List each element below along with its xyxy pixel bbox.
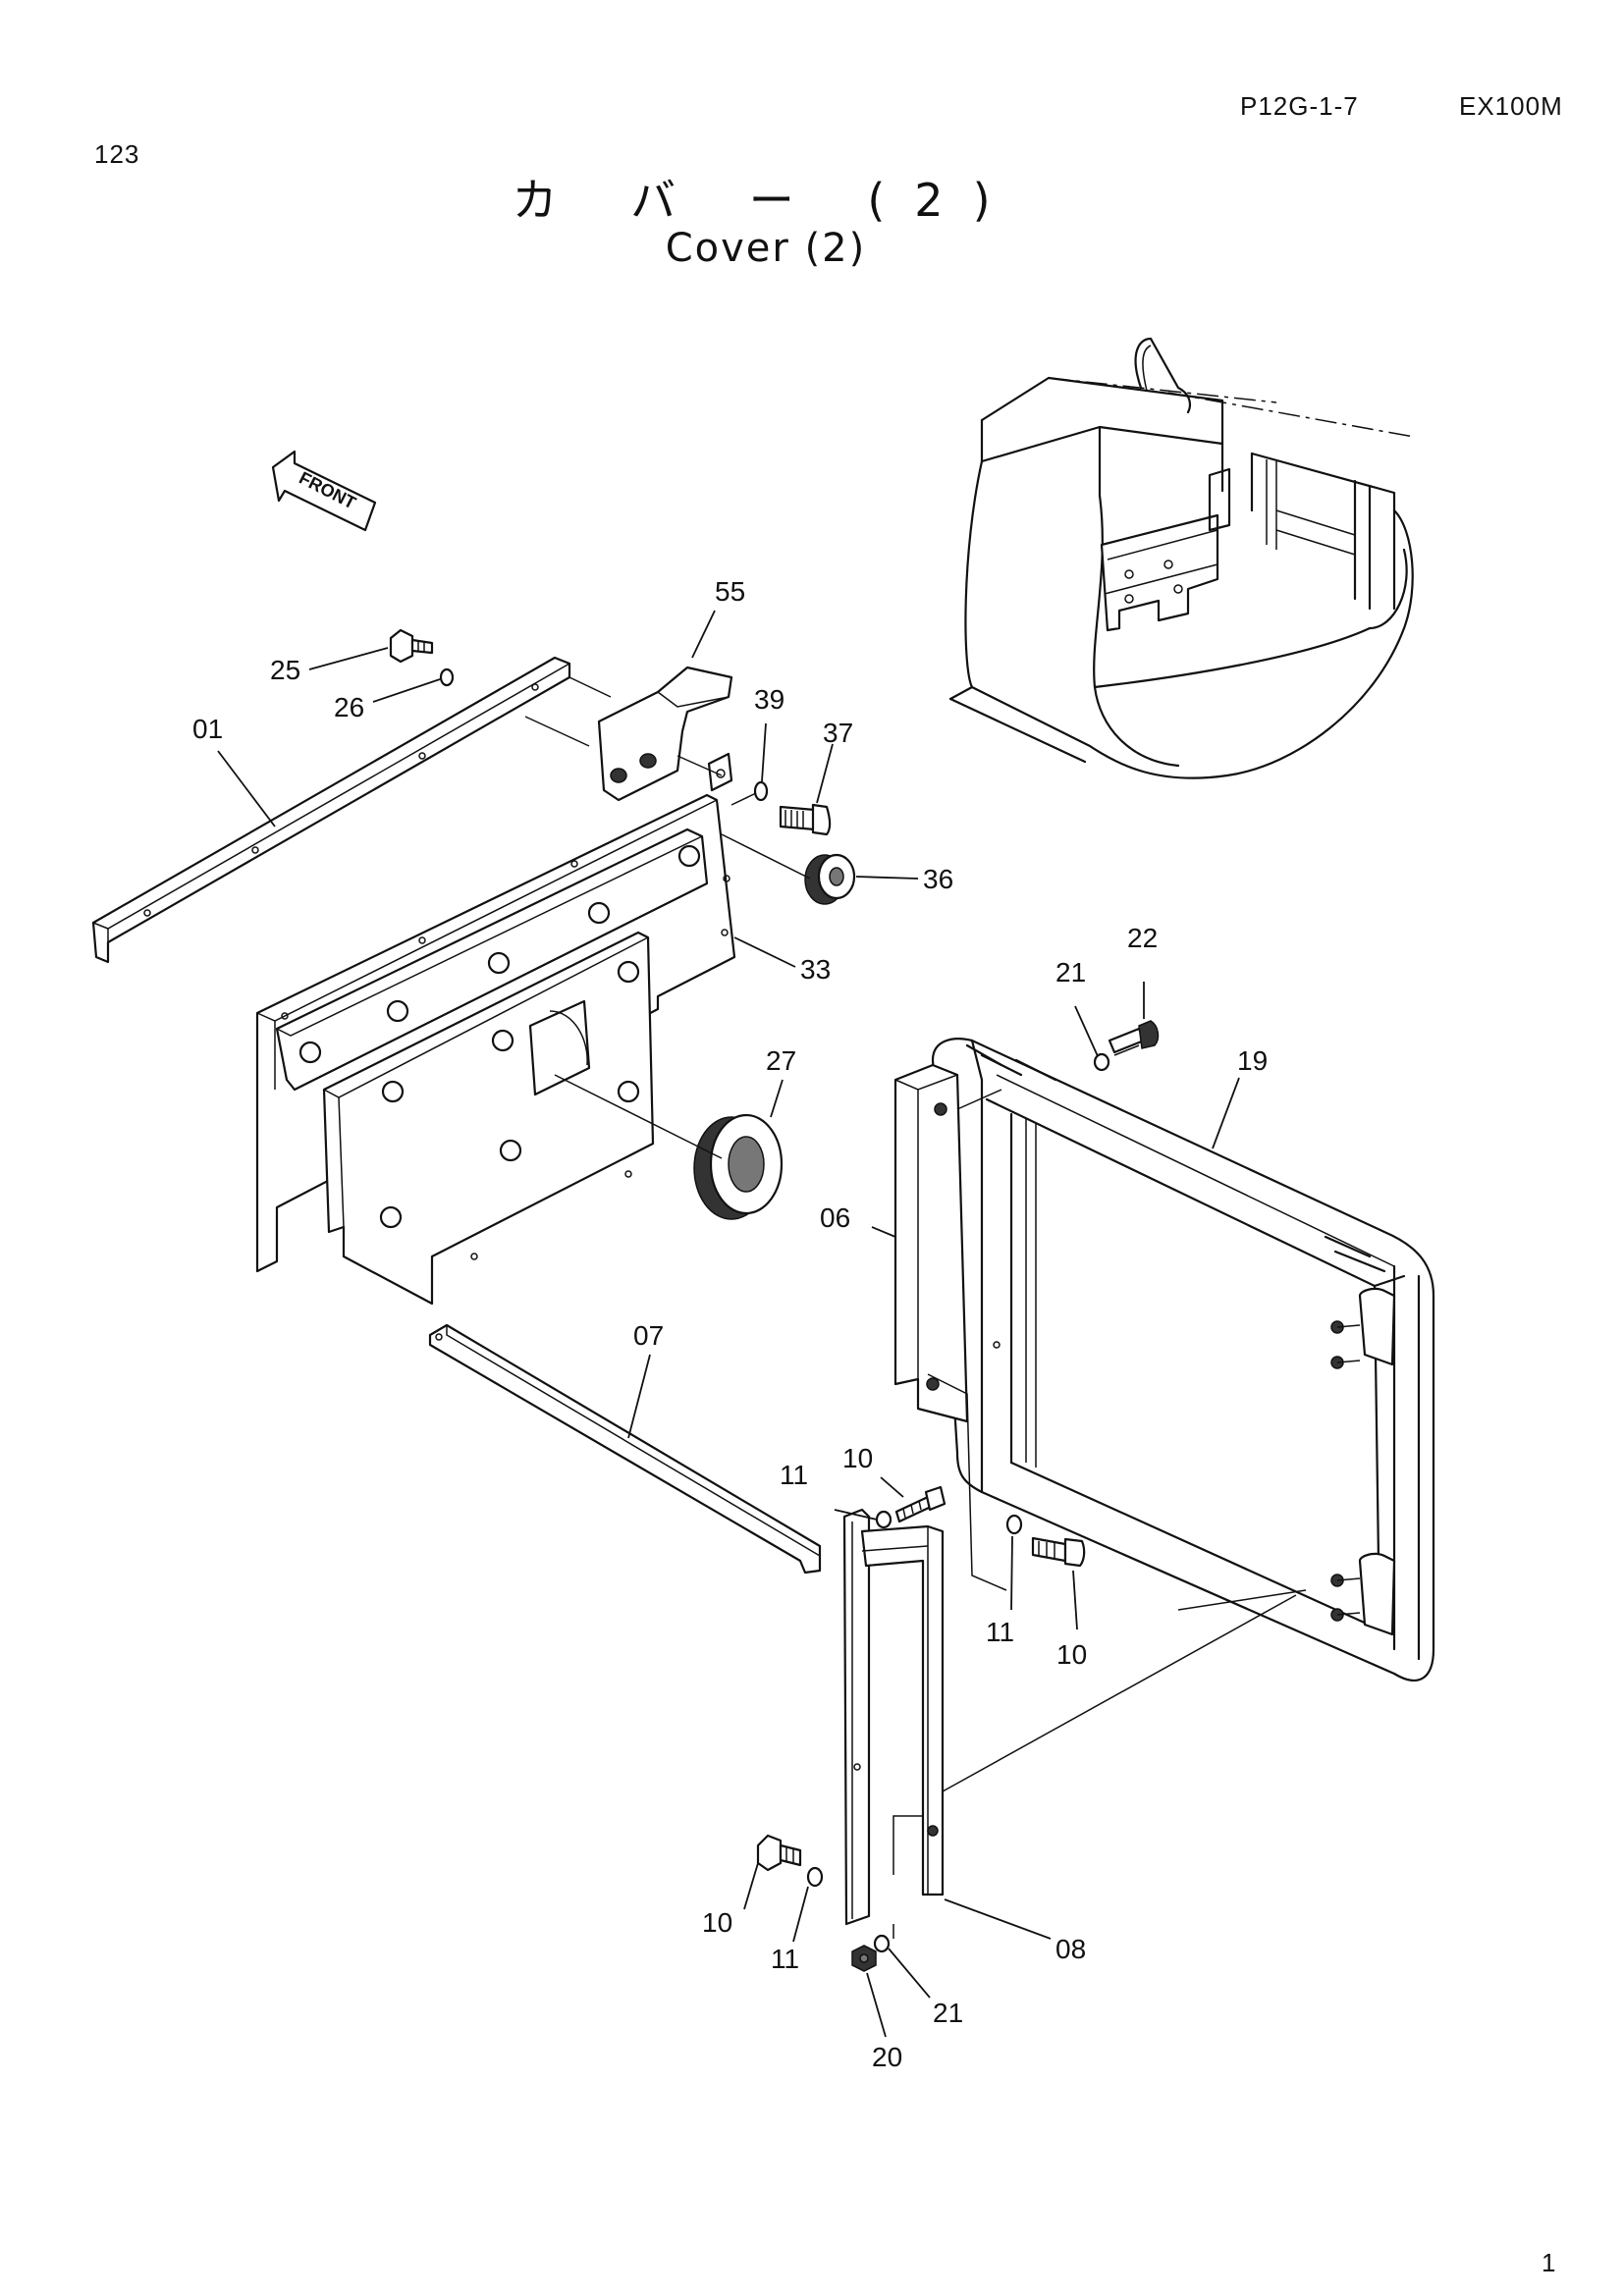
part-21-washer-upper — [1093, 1052, 1110, 1072]
leader-lines — [217, 610, 1240, 2038]
part-37-bolt — [779, 803, 832, 836]
part-33-panel — [255, 752, 736, 1306]
title-japanese: カ バ ー (2) — [512, 174, 1020, 227]
part-10-bolt-right — [1031, 1536, 1086, 1568]
callout-22: 22 — [1127, 923, 1158, 953]
callout-10-lower: 10 — [702, 1907, 732, 1938]
callout-08: 08 — [1055, 1934, 1086, 1964]
part-06-side-bar — [893, 1063, 1001, 1423]
callout-25: 25 — [270, 655, 300, 685]
callout-11-right: 11 — [986, 1617, 1014, 1647]
callout-11-lower: 11 — [771, 1944, 799, 1974]
part-22-knob-bolt — [1108, 1020, 1160, 1054]
part-39-washer — [753, 780, 769, 802]
reference-code: P12G-1-7 — [1240, 91, 1359, 121]
callout-21-upper: 21 — [1055, 957, 1086, 988]
part-01-angle-bar — [91, 656, 571, 964]
callout-21-lower: 21 — [933, 1998, 963, 2028]
part-20-nut — [851, 1945, 877, 1972]
callouts: 55 25 26 39 37 01 36 33 21 22 27 19 06 0… — [192, 576, 1268, 2072]
sheet-number: 1 — [1542, 2248, 1556, 2277]
part-08-u-bracket — [842, 1508, 945, 1926]
part-55-bracket — [597, 666, 733, 802]
callout-26: 26 — [334, 692, 364, 722]
part-07-stay — [428, 1323, 822, 1575]
part-11-washer-right — [1005, 1514, 1023, 1535]
callout-20: 20 — [872, 2042, 902, 2072]
front-arrow-icon: FRONT — [271, 450, 377, 532]
part-11-washer-upper — [875, 1510, 893, 1529]
callout-10-upper: 10 — [842, 1443, 873, 1473]
part-11-washer-lower — [806, 1866, 824, 1888]
callout-39: 39 — [754, 684, 784, 715]
title-english: Cover (2) — [665, 226, 867, 271]
part-21-washer-lower — [873, 1934, 891, 1953]
part-36-grommet — [804, 853, 856, 905]
part-25-bolt — [389, 628, 434, 664]
callout-33: 33 — [800, 954, 831, 985]
part-19-frame-cover — [931, 1038, 1435, 1682]
part-10-bolt-lower — [756, 1834, 802, 1872]
assembly-lines — [524, 676, 1307, 1939]
part-10-bolt-upper — [894, 1485, 947, 1523]
callout-27: 27 — [766, 1045, 796, 1076]
callout-06: 06 — [820, 1202, 850, 1233]
callout-19: 19 — [1237, 1045, 1268, 1076]
part-26-washer — [439, 667, 455, 687]
callout-07: 07 — [633, 1320, 664, 1351]
model-name: EX100M — [1459, 91, 1563, 121]
page-number: 123 — [94, 139, 140, 169]
callout-11-upper: 11 — [780, 1460, 808, 1490]
callout-55: 55 — [715, 576, 745, 607]
callout-10-right: 10 — [1056, 1639, 1087, 1670]
callout-37: 37 — [823, 718, 853, 748]
part-27-seal-ring — [693, 1113, 784, 1220]
machine-body-illustration — [948, 337, 1415, 779]
callout-01: 01 — [192, 714, 223, 744]
callout-36: 36 — [923, 864, 953, 894]
